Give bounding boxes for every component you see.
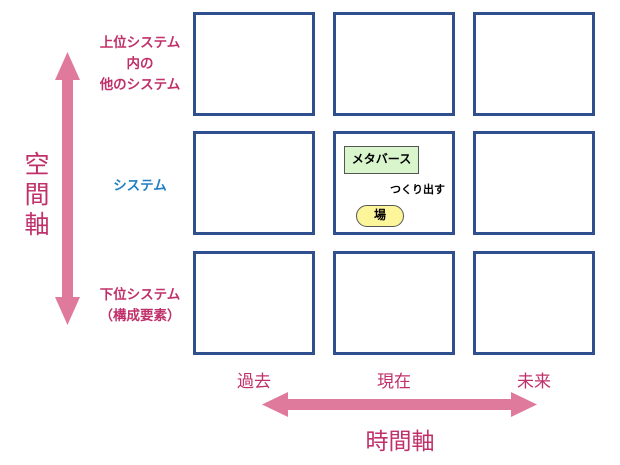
cell-r1-c3 xyxy=(473,12,595,116)
cell-r1-c2 xyxy=(333,12,455,116)
metaverse-box: メタバース xyxy=(344,146,419,174)
col-label-future: 未来 xyxy=(517,372,551,392)
row-label-lower-system: 下位システム （構成要素） xyxy=(99,287,181,324)
place-box: 場 xyxy=(356,205,404,227)
cell-r3-c2 xyxy=(333,251,455,355)
vertical-axis-label: 空 間 軸 xyxy=(24,150,50,240)
cell-r3-c1 xyxy=(193,251,315,355)
cell-r3-c3 xyxy=(473,251,595,355)
vertical-axis-arrow xyxy=(55,52,80,325)
row-label-upper-system: 上位システム 内の 他のシステム xyxy=(99,35,181,93)
row-label-system: システム xyxy=(113,178,167,194)
create-label: つくり出す xyxy=(390,183,445,196)
cell-r2-c3 xyxy=(473,131,595,235)
col-label-past: 過去 xyxy=(237,372,271,392)
horizontal-axis-label: 時間軸 xyxy=(365,429,435,455)
col-label-present: 現在 xyxy=(377,372,411,392)
cell-r2-c1 xyxy=(193,131,315,235)
vertical-axis-text: 空 間 軸 xyxy=(24,150,50,239)
cell-r1-c1 xyxy=(193,12,315,116)
horizontal-axis-arrow xyxy=(262,392,537,417)
